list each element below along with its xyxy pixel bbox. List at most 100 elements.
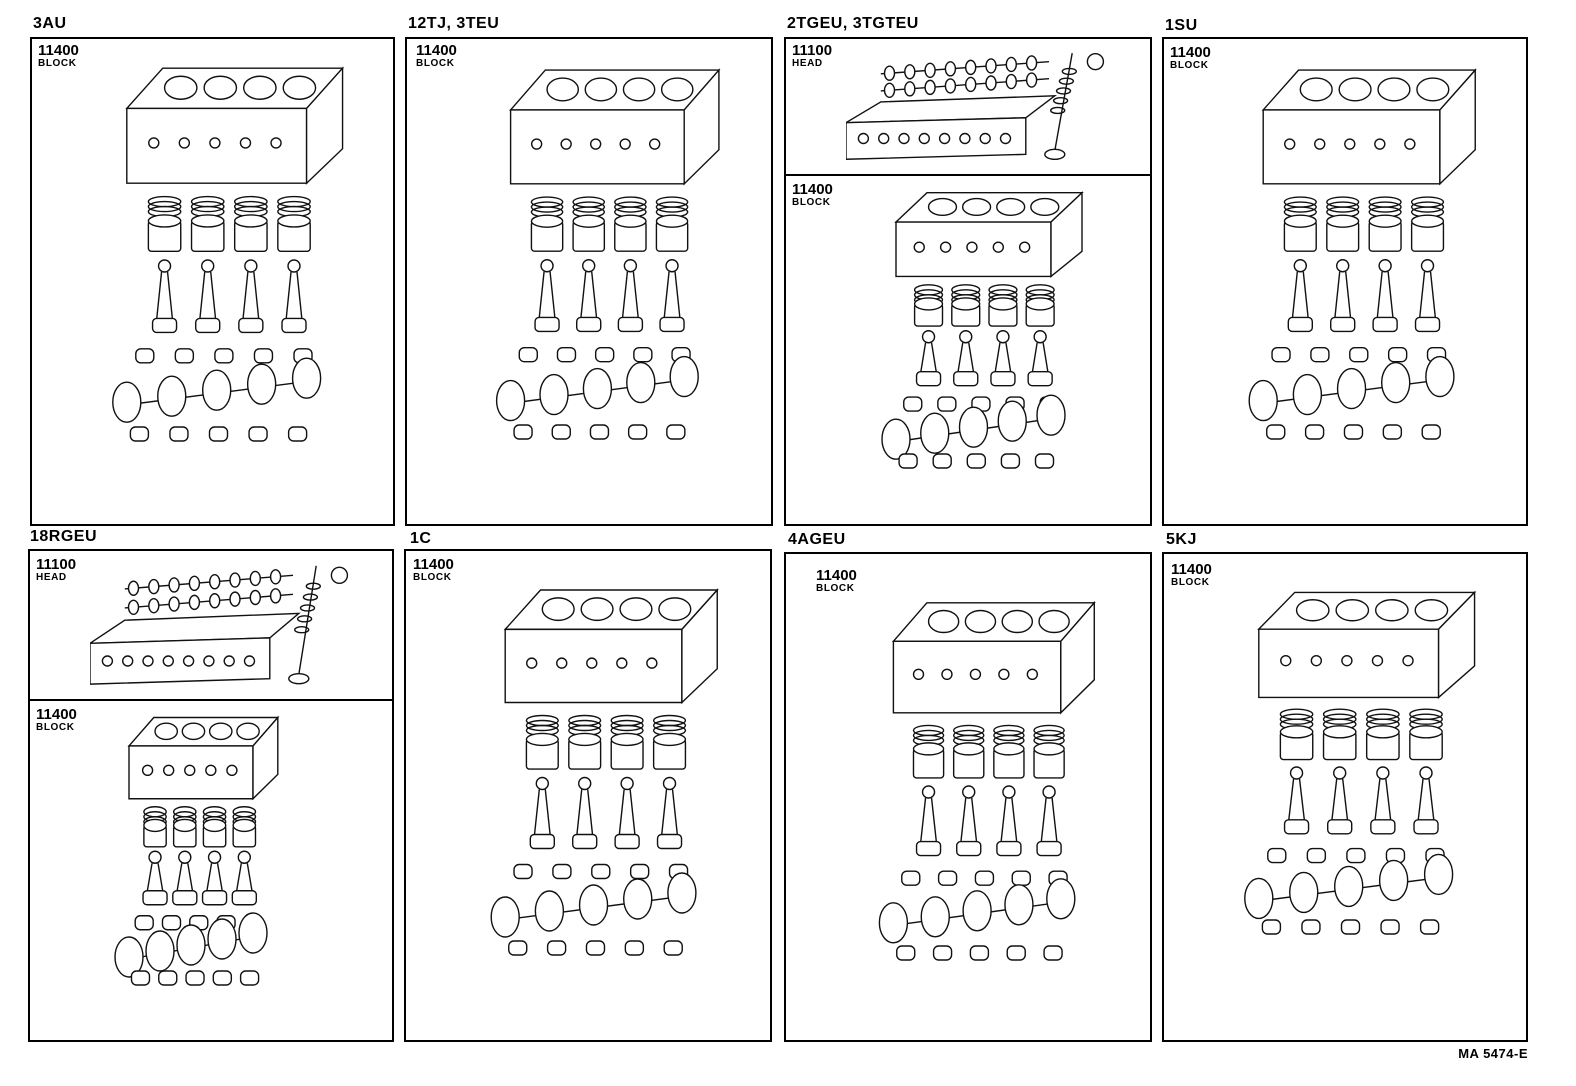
- bearing: [1261, 919, 1282, 935]
- bolt-hole: [912, 668, 925, 681]
- crank-web: [623, 878, 653, 920]
- panel-2tgeu-3tgteu[interactable]: 11100 HEAD 11400 BLOCK: [784, 37, 1152, 526]
- bearing: [1421, 424, 1441, 440]
- cylinder-bore: [208, 722, 233, 741]
- port: [857, 132, 870, 145]
- crank-web: [920, 412, 950, 454]
- piston: [655, 196, 689, 252]
- cylinder-head: [843, 95, 1057, 160]
- cylinder-block: [125, 66, 345, 185]
- panel-4ageu[interactable]: 11400 BLOCK: [784, 552, 1152, 1042]
- part-code-block: 11400 BLOCK: [1171, 562, 1212, 588]
- panel-1su[interactable]: 11400 BLOCK: [1162, 37, 1528, 526]
- crank-web: [534, 890, 565, 932]
- connecting-rod: [1414, 259, 1441, 333]
- cam-lobe: [964, 59, 977, 76]
- bearing: [633, 346, 653, 363]
- piston-ring: [525, 719, 559, 732]
- connecting-rod: [281, 259, 307, 334]
- crank-web: [1248, 379, 1278, 422]
- piston: [988, 284, 1018, 327]
- panel-3au[interactable]: 11400 BLOCK: [30, 37, 395, 526]
- bearing: [589, 424, 610, 440]
- cylinder-bore: [1335, 599, 1370, 622]
- bolt-hole: [239, 137, 252, 149]
- engine-label-3au: 3AU: [33, 15, 67, 32]
- connecting-rod: [1372, 259, 1398, 333]
- block-assembly-drawing: [471, 581, 756, 1031]
- piston: [172, 806, 197, 848]
- panel-18rgeu[interactable]: 11100 HEAD 11400 BLOCK: [28, 549, 394, 1042]
- cylinder-bore: [1295, 599, 1330, 622]
- cam-lobe: [208, 574, 221, 590]
- bearing: [896, 945, 916, 961]
- piston: [1326, 196, 1360, 252]
- piston: [1368, 196, 1402, 252]
- cylinder-block: [127, 715, 280, 801]
- bearing: [585, 940, 606, 956]
- piston: [1025, 284, 1055, 327]
- panel-12tj-3teu[interactable]: 11400 BLOCK: [405, 37, 773, 526]
- bolt-hole: [992, 241, 1005, 253]
- bearing: [624, 940, 645, 956]
- crank-web: [1046, 878, 1076, 920]
- section-block: 11400 BLOCK: [786, 174, 1150, 524]
- port: [938, 132, 951, 145]
- connecting-rod: [996, 785, 1022, 857]
- part-number: 11400: [36, 706, 77, 723]
- bearing: [134, 915, 154, 931]
- connecting-rod: [231, 850, 258, 906]
- piston-ring: [233, 200, 268, 213]
- piston-ring: [147, 200, 182, 213]
- bolt-hole: [586, 657, 598, 669]
- crankshaft: [112, 357, 322, 423]
- bearing: [1340, 919, 1361, 935]
- panel-1c[interactable]: 11400 BLOCK: [404, 549, 772, 1042]
- part-number: 11400: [416, 42, 457, 59]
- crank-web: [490, 896, 520, 938]
- cylinder-block: [509, 68, 721, 186]
- bearing: [1011, 870, 1031, 886]
- bolt-hole: [1280, 654, 1292, 667]
- bolt-hole: [141, 764, 154, 777]
- cylinder-bore: [619, 597, 653, 622]
- valve: [1044, 148, 1066, 161]
- panel-5kj[interactable]: 11400 BLOCK: [1162, 552, 1528, 1042]
- valve-spring: [1061, 67, 1078, 76]
- bearing: [1419, 919, 1440, 935]
- valve-spring: [1058, 77, 1075, 85]
- bolt-hole: [1404, 138, 1416, 150]
- connecting-rod: [529, 776, 556, 850]
- part-name: BLOCK: [36, 722, 75, 733]
- bearing: [161, 915, 182, 931]
- crankshaft: [878, 878, 1076, 944]
- bearing: [932, 945, 953, 961]
- part-code-head: 11100 HEAD: [36, 557, 76, 583]
- piston-ring: [1365, 713, 1400, 725]
- piston: [572, 196, 606, 252]
- connecting-rod: [659, 259, 685, 333]
- cylinder-block: [503, 588, 719, 705]
- connecting-rod: [1370, 766, 1396, 835]
- bearing: [1387, 346, 1408, 363]
- crankshaft: [1248, 355, 1455, 422]
- part-name: BLOCK: [38, 58, 77, 69]
- block-assembly-drawing: [1229, 61, 1514, 516]
- camshaft: [880, 72, 1050, 99]
- bearing: [546, 940, 567, 956]
- piston: [952, 724, 985, 779]
- piston: [530, 196, 564, 252]
- part-code-block: 11400 BLOCK: [816, 568, 857, 594]
- cam-lobe: [904, 81, 916, 97]
- cam-lobe: [269, 569, 282, 585]
- bearing: [1310, 346, 1330, 363]
- bearing: [1043, 945, 1063, 961]
- piston-ring: [530, 201, 564, 213]
- port: [223, 655, 235, 667]
- crank-web: [112, 381, 142, 423]
- crank-web: [958, 406, 989, 448]
- cylinder-bore: [203, 75, 238, 100]
- cam-lobe: [168, 596, 180, 612]
- section-block: 11400 BLOCK: [406, 551, 770, 1040]
- part-name: HEAD: [36, 572, 67, 583]
